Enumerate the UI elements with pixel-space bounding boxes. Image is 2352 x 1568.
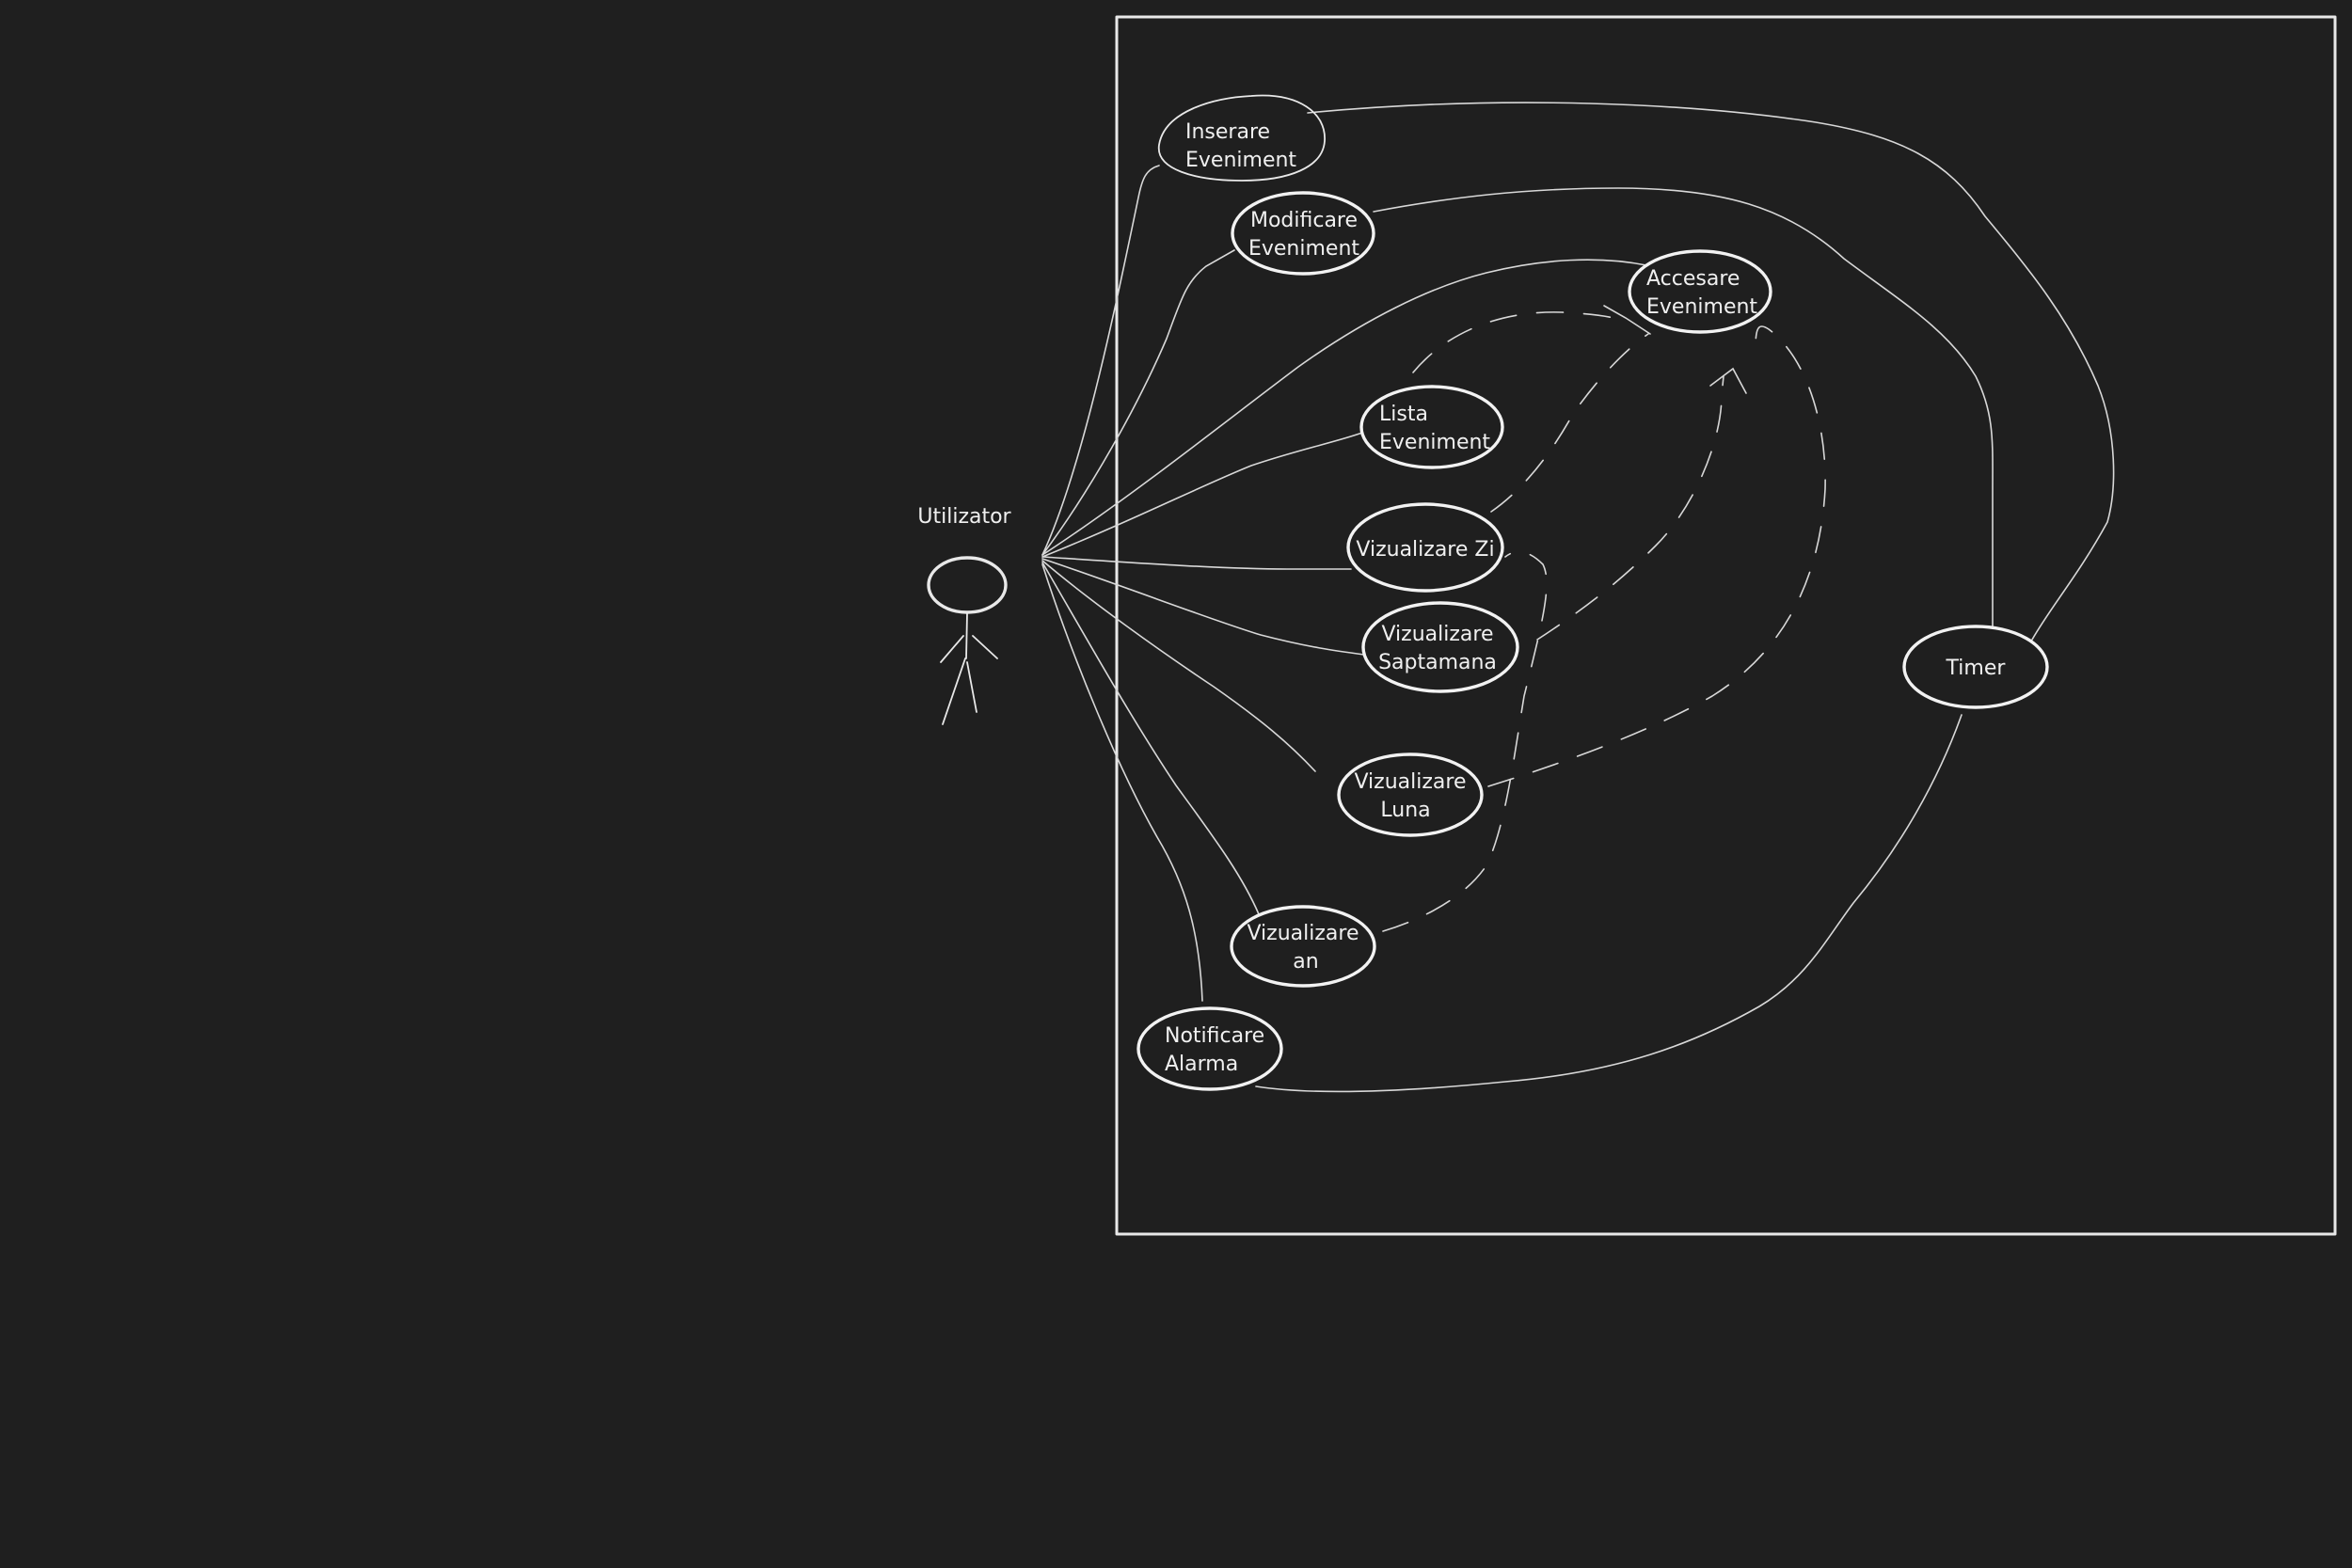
uc-label-saptamana-1: Vizualizare <box>1381 623 1493 646</box>
assoc-lista <box>1041 432 1363 558</box>
uc-outline-accesare <box>1628 249 1772 334</box>
actor-utilizator: Utilizator <box>917 505 1012 725</box>
assoc-timer-inserare <box>1307 102 2115 641</box>
actor-body <box>940 612 998 725</box>
uc-outline-alarma <box>1136 1006 1283 1091</box>
assoc-luna <box>1041 560 1316 772</box>
uc-label-an-2: an <box>1293 950 1318 974</box>
dash-zi-accesare <box>1490 333 1649 513</box>
system-boundary <box>1115 15 2337 1236</box>
assoc-an <box>1041 562 1260 915</box>
use-case-lista: Lista Eveniment <box>1359 385 1504 469</box>
uc-label-inserare-2: Eveniment <box>1185 149 1296 172</box>
dash-lista-accesare <box>1412 311 1627 373</box>
uc-outline-saptamana <box>1361 601 1519 693</box>
use-case-alarma: Notificare Alarma <box>1136 1006 1283 1091</box>
uc-label-alarma-1: Notificare <box>1165 1024 1264 1048</box>
use-case-zi: Vizualizare Zi <box>1346 502 1504 593</box>
arrow-head-1 <box>1709 367 1747 394</box>
actor-label: Utilizator <box>917 505 1011 529</box>
uc-label-luna-2: Luna <box>1380 799 1430 822</box>
use-case-modificare: Modificare Eveniment <box>1231 191 1375 276</box>
uc-label-an-1: Vizualizare <box>1247 922 1359 945</box>
dash-luna-accesare <box>1487 325 1826 787</box>
use-case-saptamana: Vizualizare Saptamana <box>1361 601 1519 693</box>
dashed-relations <box>1382 305 1826 932</box>
associations <box>1041 165 1647 1002</box>
timer-associations <box>1255 102 2115 1093</box>
uc-outline-lista <box>1359 385 1504 469</box>
uc-outline-luna <box>1337 752 1484 837</box>
assoc-timer-alarma <box>1255 714 1963 1093</box>
use-case-luna: Vizualizare Luna <box>1337 752 1484 837</box>
uc-outline-an <box>1230 905 1376 988</box>
uc-label-lista-2: Eveniment <box>1379 431 1490 454</box>
uc-label-lista-1: Lista <box>1379 403 1428 426</box>
uc-label-saptamana-2: Saptamana <box>1378 651 1497 674</box>
uc-label-accesare-2: Eveniment <box>1646 295 1757 319</box>
use-case-an: Vizualizare an <box>1230 905 1376 988</box>
use-case-inserare: Inserare Eveniment <box>1158 94 1326 182</box>
assoc-saptamana <box>1041 558 1365 656</box>
uc-outline-modificare <box>1231 191 1375 276</box>
use-case-timer: Timer <box>1902 625 2049 709</box>
assoc-alarma <box>1041 563 1203 1002</box>
uc-outline-zi <box>1346 502 1504 593</box>
uc-label-luna-1: Vizualizare <box>1354 770 1466 794</box>
uc-label-modificare-1: Modificare <box>1250 209 1358 232</box>
dash-saptamana-accesare <box>1536 375 1724 641</box>
uc-label-modificare-2: Eveniment <box>1248 237 1359 261</box>
use-case-accesare: Accesare Eveniment <box>1628 249 1772 334</box>
uc-label-inserare-1: Inserare <box>1185 120 1270 144</box>
uc-outline-inserare <box>1158 94 1326 182</box>
actor-head <box>927 556 1008 614</box>
uc-label-alarma-2: Alarma <box>1165 1053 1238 1076</box>
assoc-zi <box>1041 556 1352 570</box>
dash-an-accesare <box>1382 550 1548 932</box>
uc-label-accesare-1: Accesare <box>1646 267 1740 291</box>
uc-label-zi-1: Vizualizare Zi <box>1356 538 1494 562</box>
uc-label-timer: Timer <box>1946 657 2007 680</box>
assoc-modificare <box>1041 249 1235 556</box>
assoc-timer-modificare <box>1373 187 1994 629</box>
assoc-inserare <box>1041 165 1160 556</box>
uc-outline-timer <box>1902 625 2049 709</box>
arrow-head-2 <box>1603 305 1651 335</box>
assoc-accesare <box>1041 259 1647 556</box>
